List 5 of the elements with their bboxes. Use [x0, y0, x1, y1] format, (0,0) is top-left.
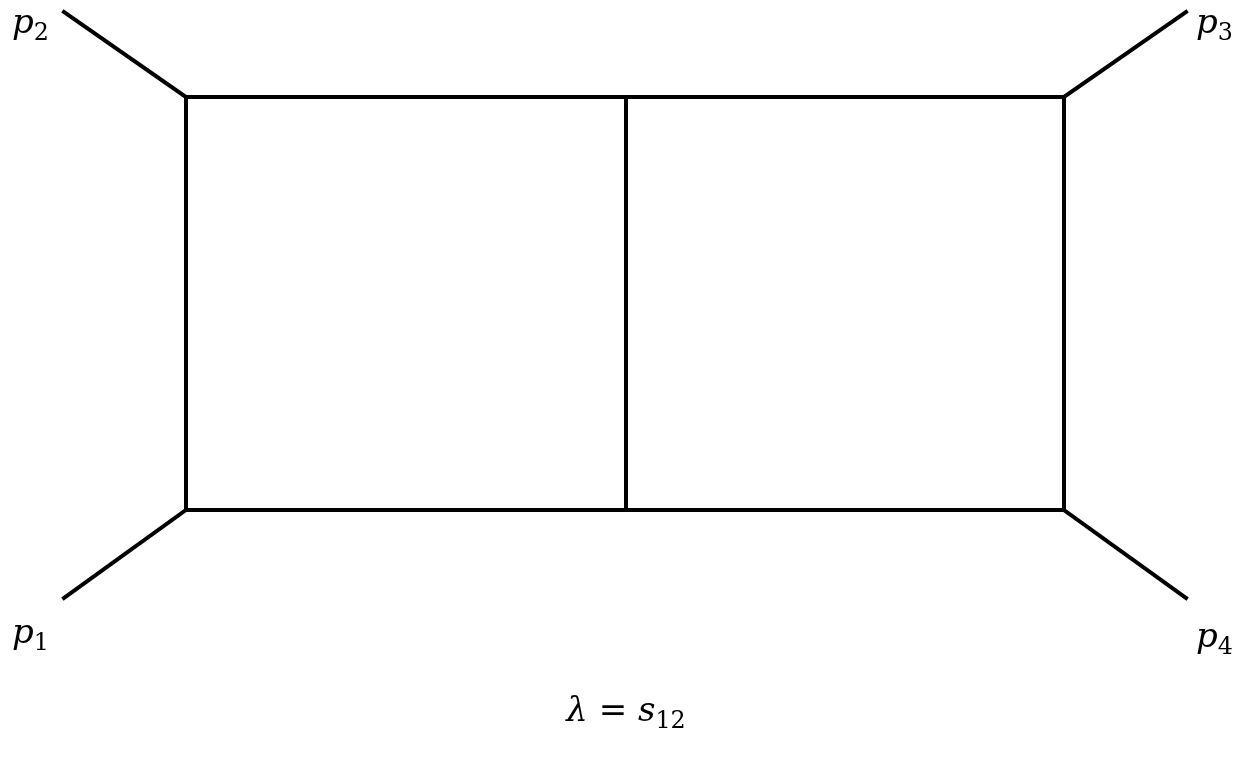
caption: λ = s$_{12}$	[566, 692, 686, 733]
momentum-label: p$_{4}$	[1196, 618, 1233, 659]
momentum-label: p$_{2}$	[12, 4, 49, 45]
momentum-label: p$_{1}$	[12, 614, 49, 655]
momentum-label: p$_{3}$	[1196, 4, 1233, 45]
